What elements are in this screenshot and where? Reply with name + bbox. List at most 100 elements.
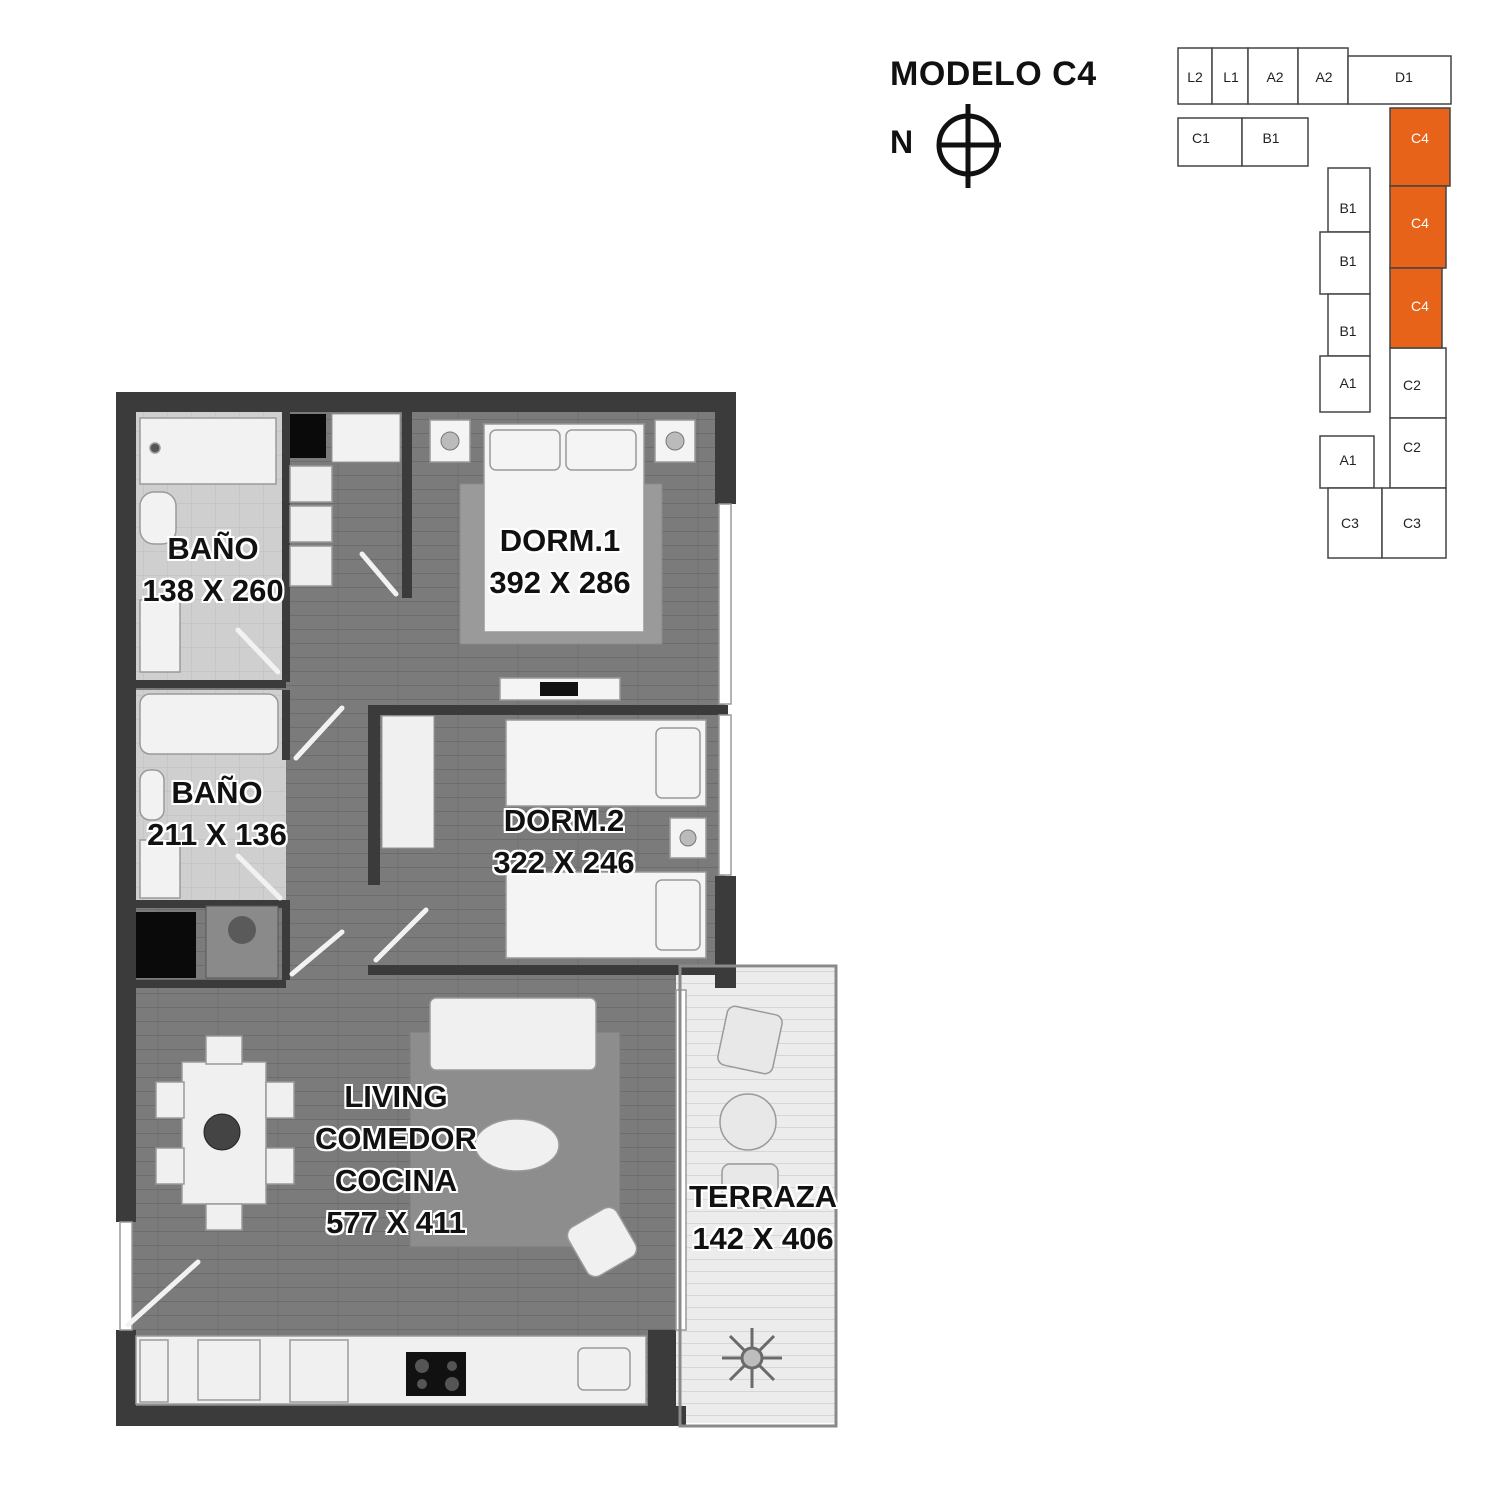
terrace-table — [719, 1093, 777, 1151]
unit-c2-2[interactable] — [1389, 417, 1447, 489]
closet-drawer — [289, 505, 333, 543]
wall-living-top — [136, 980, 286, 988]
burner-icon — [447, 1361, 457, 1371]
window-dorm2 — [718, 714, 732, 876]
room-label-bano-2: BAÑO 211 X 136 — [128, 772, 306, 856]
pillow — [655, 879, 701, 951]
room-dimensions: 392 X 286 — [489, 565, 631, 600]
dining-chair — [265, 1147, 295, 1185]
door-dorm2[interactable] — [373, 907, 429, 963]
closet-dorm2 — [381, 715, 435, 849]
sofa — [429, 997, 597, 1071]
centerpiece-icon — [203, 1113, 241, 1151]
model-title: MODELO C4 — [890, 55, 1097, 93]
room-name: COCINA — [334, 1163, 458, 1198]
pillow — [565, 429, 637, 471]
window-dorm1 — [718, 503, 732, 705]
wall-bath-right — [282, 412, 290, 682]
unit-c4-1[interactable] — [1389, 107, 1451, 187]
room-label-living: LIVING COMEDOR COCINA 577 X 411 — [296, 1076, 496, 1244]
armchair — [566, 1206, 638, 1278]
unit-c4-3[interactable] — [1389, 267, 1443, 349]
tv-screen — [540, 682, 578, 696]
wall-bath1-bath2 — [136, 680, 286, 688]
wall-dorm1-dorm2 — [368, 705, 728, 715]
wall-left-lower — [116, 1330, 136, 1426]
closet-shelf — [331, 413, 401, 463]
door-bath-2[interactable] — [293, 705, 345, 761]
unit-b1-3[interactable] — [1327, 293, 1371, 357]
wall-top — [116, 392, 736, 412]
burner-icon — [417, 1379, 427, 1389]
door-bath-2-inner[interactable] — [235, 853, 283, 901]
terrace-railing — [678, 964, 838, 1428]
pillow — [489, 429, 561, 471]
wall-right-mid — [715, 876, 736, 988]
unit-c3-1[interactable] — [1327, 487, 1383, 559]
wall-bath2-laundry — [136, 900, 286, 908]
room-label-dorm-1: DORM.1 392 X 286 — [470, 520, 650, 604]
door-bath-1[interactable] — [235, 627, 281, 675]
unit-c3-2[interactable] — [1381, 487, 1447, 559]
lamp-icon — [440, 431, 460, 451]
room-dimensions: 322 X 246 — [493, 845, 635, 880]
wall-kitchen-end — [648, 1330, 676, 1426]
burner-icon — [415, 1359, 429, 1373]
room-name: TERRAZA — [688, 1179, 838, 1214]
unit-b1-top[interactable] — [1241, 117, 1309, 167]
pillow — [655, 727, 701, 799]
unit-l2[interactable] — [1177, 47, 1213, 105]
closet-drawer — [289, 465, 333, 503]
burner-icon — [445, 1377, 459, 1391]
door-closet[interactable] — [359, 551, 399, 597]
fridge — [139, 1339, 169, 1403]
wall-bath2-right — [282, 690, 290, 760]
sink-1 — [139, 599, 181, 673]
dining-chair — [155, 1081, 185, 1119]
room-name: LIVING — [344, 1079, 448, 1114]
unit-a1-1[interactable] — [1319, 355, 1371, 413]
dining-chair — [205, 1035, 243, 1065]
room-dimensions: 211 X 136 — [147, 817, 287, 852]
wall-left-upper — [116, 392, 136, 1222]
wall-dorm2-bottom — [368, 965, 718, 975]
unit-l1[interactable] — [1211, 47, 1249, 105]
dining-chair — [155, 1147, 185, 1185]
terrace-chair — [717, 1005, 783, 1075]
washer-drum-icon — [228, 916, 256, 944]
wall-closet-right — [402, 412, 412, 598]
room-dimensions: 577 X 411 — [326, 1205, 466, 1240]
room-name: BAÑO — [171, 775, 263, 810]
terrace-chair — [721, 1163, 779, 1209]
room-label-bano-1: BAÑO 138 X 260 — [128, 528, 298, 612]
kitchen-cabinet — [289, 1339, 349, 1403]
lamp-icon — [665, 431, 685, 451]
room-dimensions: 138 X 260 — [142, 573, 284, 608]
wall-bottom — [116, 1406, 686, 1426]
shower-tray — [139, 417, 277, 485]
room-name: DORM.1 — [499, 523, 621, 558]
unit-b1-1[interactable] — [1327, 167, 1371, 233]
closet-drawer — [289, 545, 333, 587]
dining-chair — [205, 1203, 243, 1231]
door-entrance[interactable] — [125, 1259, 201, 1328]
unit-c4-2[interactable] — [1389, 185, 1447, 269]
bathtub — [139, 693, 279, 755]
north-compass-icon — [936, 104, 1001, 188]
oven — [197, 1339, 261, 1401]
room-dimensions: 142 X 406 — [692, 1221, 834, 1256]
room-label-terraza: TERRAZA 142 X 406 — [670, 1176, 856, 1260]
kitchen-sink — [577, 1347, 631, 1391]
coffee-table — [474, 1118, 560, 1172]
window-living — [119, 1221, 133, 1331]
room-name: COMEDOR — [315, 1121, 477, 1156]
unit-c1[interactable] — [1177, 117, 1243, 167]
closet-shaft — [290, 414, 326, 458]
lamp-icon — [679, 829, 697, 847]
water-heater — [136, 912, 196, 978]
toilet-2 — [139, 769, 165, 821]
door-laundry[interactable] — [289, 929, 345, 977]
dining-chair — [265, 1081, 295, 1119]
unit-d1[interactable] — [1347, 55, 1452, 105]
